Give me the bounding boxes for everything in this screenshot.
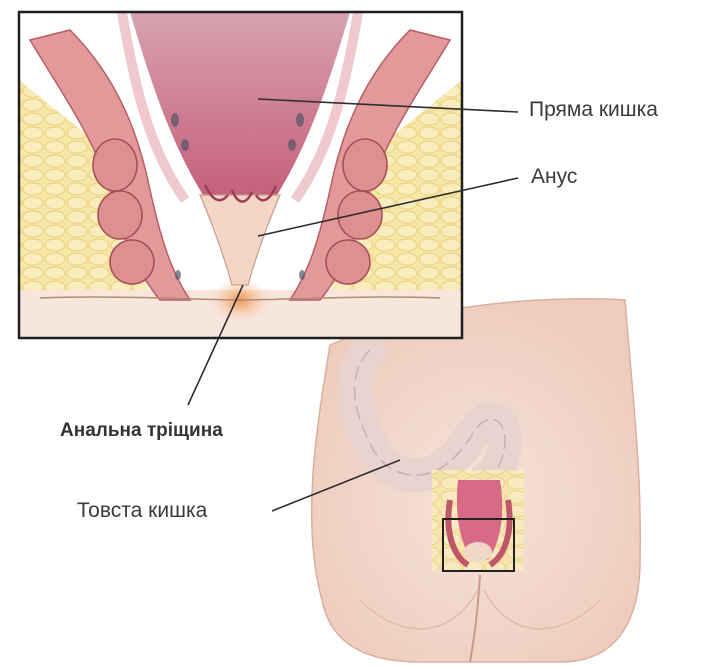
colon-illustration — [337, 333, 523, 497]
anus-label: Анус — [531, 165, 578, 188]
anus-leader-line — [257, 177, 519, 237]
rectum-label: Пряма кишка — [529, 98, 658, 121]
fissure-leader-line — [187, 284, 244, 406]
rectum-cross-section — [17, 10, 464, 340]
anal-fissure-label: Анальна тріщина — [60, 420, 223, 441]
rectum-leader-line — [257, 98, 519, 113]
colon-label: Товста кишка — [77, 499, 208, 522]
leader-lines — [187, 98, 519, 512]
colon-leader-line — [271, 459, 401, 512]
detail-frame-small — [442, 518, 515, 572]
